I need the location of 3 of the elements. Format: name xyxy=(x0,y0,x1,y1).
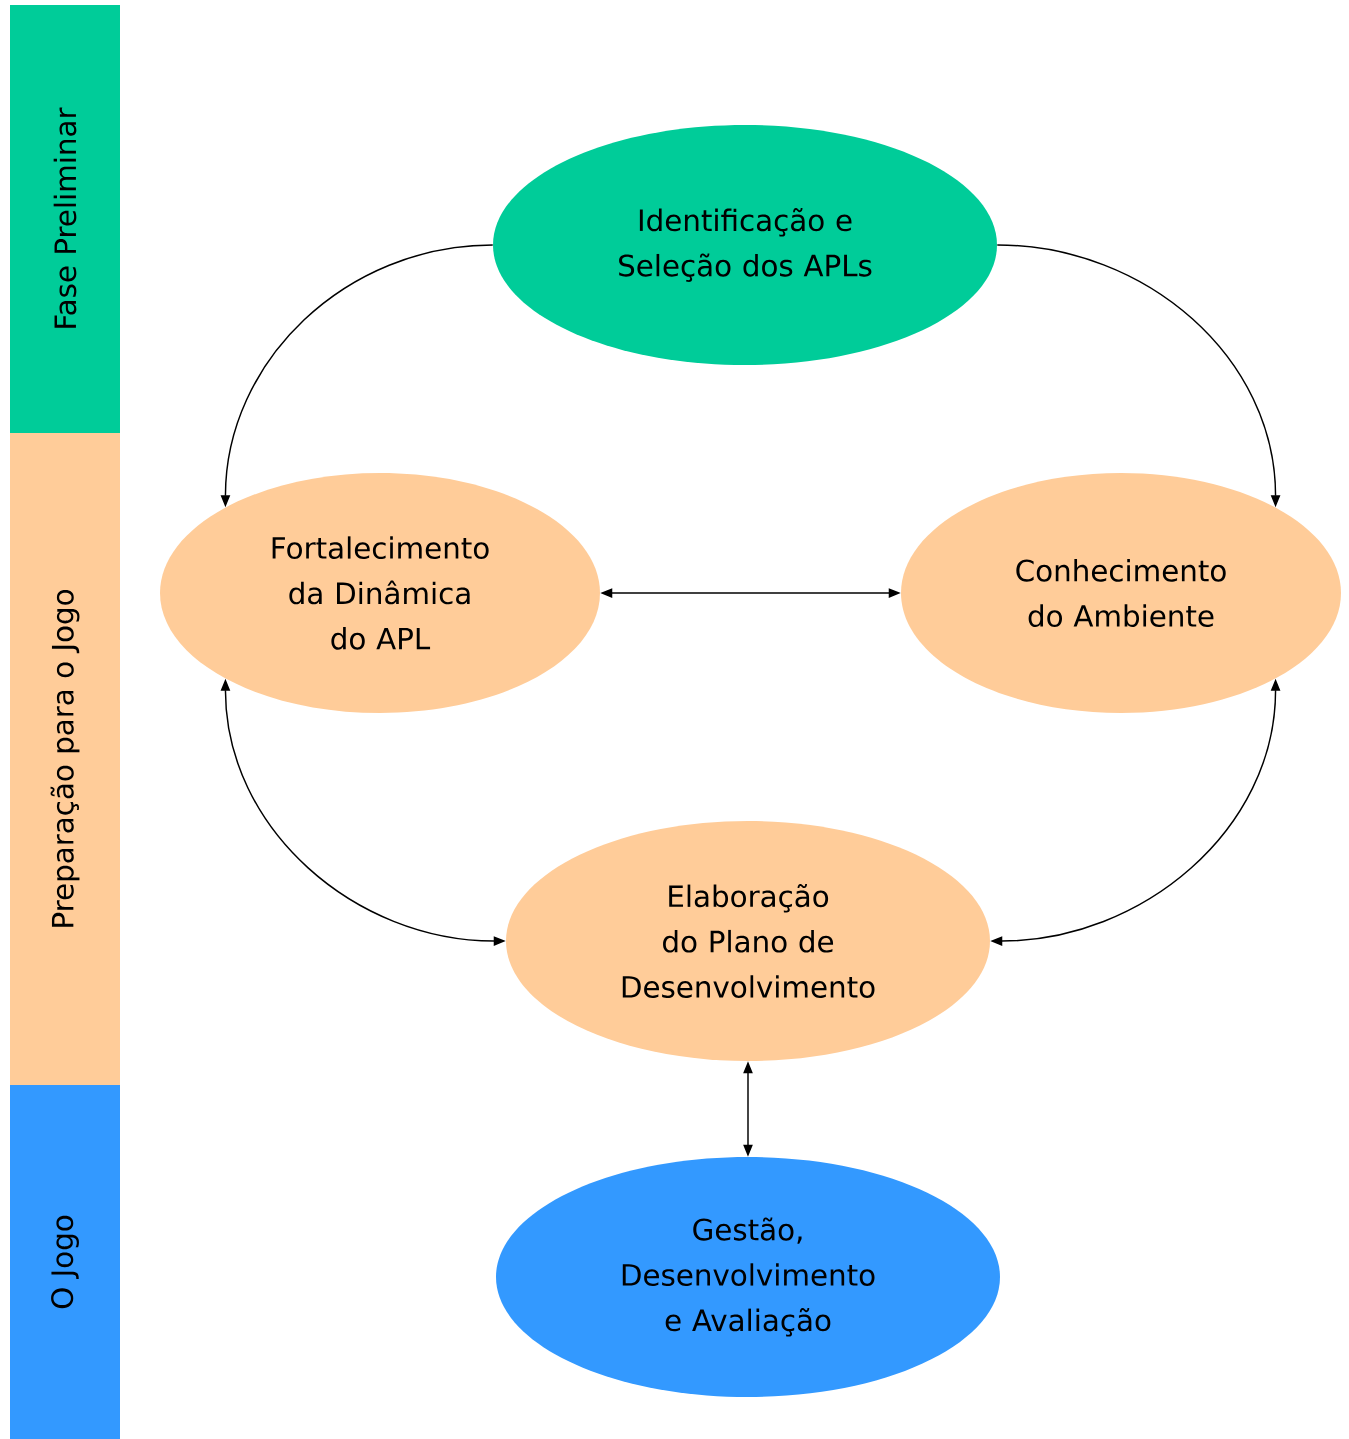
phase-band: Preparação para o Jogo xyxy=(10,433,120,1085)
phase-band: Fase Preliminar xyxy=(10,5,120,433)
phase-band: O Jogo xyxy=(10,1085,120,1439)
